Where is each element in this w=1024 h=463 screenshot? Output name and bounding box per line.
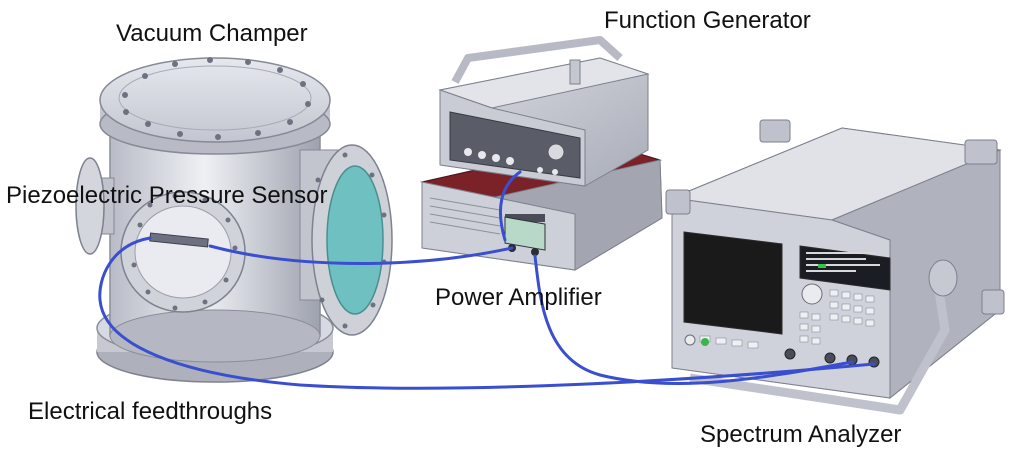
label-pressure-sensor: Piezoelectric Pressure Sensor bbox=[6, 182, 328, 209]
cable-generator-amplifier bbox=[498, 170, 522, 242]
cable-amplifier-analyzer bbox=[533, 254, 854, 385]
function-generator bbox=[438, 36, 650, 251]
label-power-amplifier: Power Amplifier bbox=[435, 284, 602, 311]
label-vacuum-chamber: Vacuum Champer bbox=[116, 20, 308, 47]
vacuum-chamber bbox=[75, 57, 393, 383]
spectrum-analyzer bbox=[665, 119, 1005, 415]
cables bbox=[98, 170, 876, 390]
cable-sensor-amplifier bbox=[208, 244, 514, 265]
label-spectrum-analyzer: Spectrum Analyzer bbox=[700, 421, 902, 448]
cable-feedthrough-analyzer bbox=[98, 236, 876, 390]
label-feedthroughs: Electrical feedthroughs bbox=[28, 398, 273, 425]
label-function-generator: Function Generator bbox=[604, 7, 811, 34]
